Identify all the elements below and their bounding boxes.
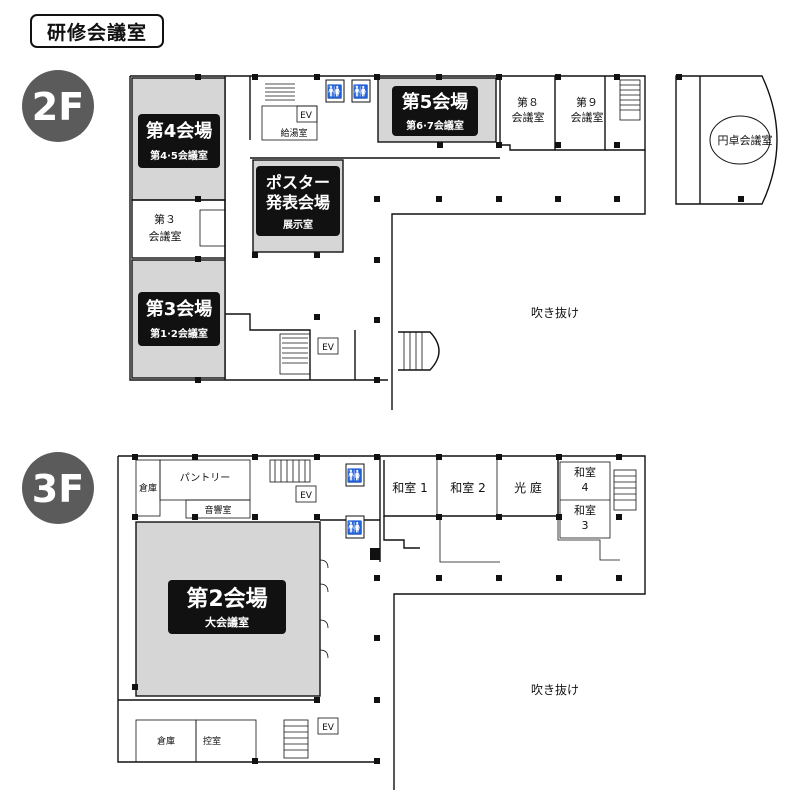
columns-2f: [195, 74, 744, 383]
hall-3-sub: 第1·2会議室: [150, 327, 208, 340]
void-2f: 吹き抜け: [531, 306, 579, 320]
stairs-icon: [283, 719, 309, 759]
elevator-icon: [295, 485, 317, 503]
stairs-icon: [279, 333, 311, 375]
room-pantry: パントリー: [180, 472, 231, 484]
ev-label-2f-a: EV: [300, 111, 313, 121]
room-washitsu-1: 和室 1: [392, 480, 427, 495]
room-washitsu-4-line1: 和室: [574, 465, 596, 479]
floor-label-3f: 3F: [32, 467, 84, 511]
room-washitsu-3-line1: 和室: [574, 503, 596, 517]
ev-label-3f-a: EV: [300, 491, 313, 501]
hall-3-name: 第3会場: [146, 298, 213, 320]
svg-text:🚻: 🚻: [327, 84, 343, 100]
stairs-icon: [269, 459, 311, 483]
hall-poster: ポスター 発表会場 展示室: [252, 159, 344, 253]
stairs-icon: [265, 83, 295, 101]
door-swing-icon: [319, 559, 329, 659]
svg-text:🚻: 🚻: [347, 468, 363, 484]
svg-text:🚻: 🚻: [353, 84, 369, 100]
stairs-icon: [619, 79, 641, 121]
ev-label-3f-b: EV: [322, 723, 335, 733]
telephone-icon: [370, 548, 380, 560]
room-kotei: 光 庭: [514, 480, 542, 495]
room-souko-1: 倉庫: [139, 482, 157, 494]
columns-3f: [132, 454, 622, 764]
stairs-icon: [613, 469, 637, 511]
svg-text:🚻: 🚻: [347, 520, 363, 536]
room-9-line1: 第９: [576, 95, 598, 109]
floor-badge-2f: 2F: [22, 70, 94, 142]
hall-4: 第4会場 第4·5会議室: [131, 77, 226, 201]
hall-poster-name-1: ポスター: [266, 173, 330, 192]
room-washitsu-2: 和室 2: [450, 480, 485, 495]
void-3f: 吹き抜け: [531, 683, 579, 697]
ev-label-2f-b: EV: [322, 343, 335, 353]
room-8-line1: 第８: [517, 95, 539, 109]
floor-3f: 3F 第2会場 大会議室 倉庫 パントリー 音響室: [22, 452, 646, 790]
stairs-icon: [398, 331, 440, 371]
elevator-icon: [317, 717, 339, 735]
room-washitsu-3-line2: 3: [582, 519, 589, 532]
room-round-label: 円卓会議室: [718, 133, 773, 147]
room-3-line2: 会議室: [149, 229, 182, 243]
hall-poster-sub: 展示室: [283, 218, 313, 231]
floor-badge-3f: 3F: [22, 452, 94, 524]
hall-5: 第5会場 第6·7会議室: [377, 77, 497, 143]
room-washitsu-4-line2: 4: [582, 481, 589, 494]
hall-4-name: 第4会場: [146, 120, 213, 142]
room-souko-2: 倉庫: [157, 735, 175, 747]
hall-2-name: 第2会場: [186, 586, 267, 612]
floor-label-2f: 2F: [32, 85, 84, 129]
restroom-icon: 🚻: [351, 79, 371, 103]
room-9-line2: 会議室: [571, 110, 604, 124]
hall-poster-name-2: 発表会場: [265, 193, 330, 212]
hall-5-sub: 第6·7会議室: [406, 119, 464, 132]
hall-4-sub: 第4·5会議室: [150, 149, 208, 162]
room-kyutoshitsu: 給湯室: [280, 127, 307, 139]
elevator-icon: [317, 337, 339, 355]
room-8-line2: 会議室: [512, 110, 545, 124]
restroom-icon: 🚻: [345, 515, 365, 539]
map-title: 研修会議室: [30, 14, 164, 48]
room-3: 第３ 会議室: [131, 199, 226, 259]
hall-2: 第2会場 大会議室: [135, 521, 321, 697]
room-round-table: 円卓会議室: [675, 75, 778, 205]
hall-5-name: 第5会場: [402, 91, 469, 113]
restroom-icon: 🚻: [325, 79, 345, 103]
hall-3: 第3会場 第1·2会議室: [131, 259, 226, 379]
hall-2-sub: 大会議室: [205, 615, 249, 629]
floor-2f: 2F EV 給湯室 🚻: [22, 70, 778, 410]
restroom-icon: 🚻: [345, 463, 365, 487]
room-onkyo: 音響室: [204, 504, 231, 516]
room-3-line1: 第３: [154, 212, 176, 226]
room-hikae: 控室: [203, 735, 221, 747]
